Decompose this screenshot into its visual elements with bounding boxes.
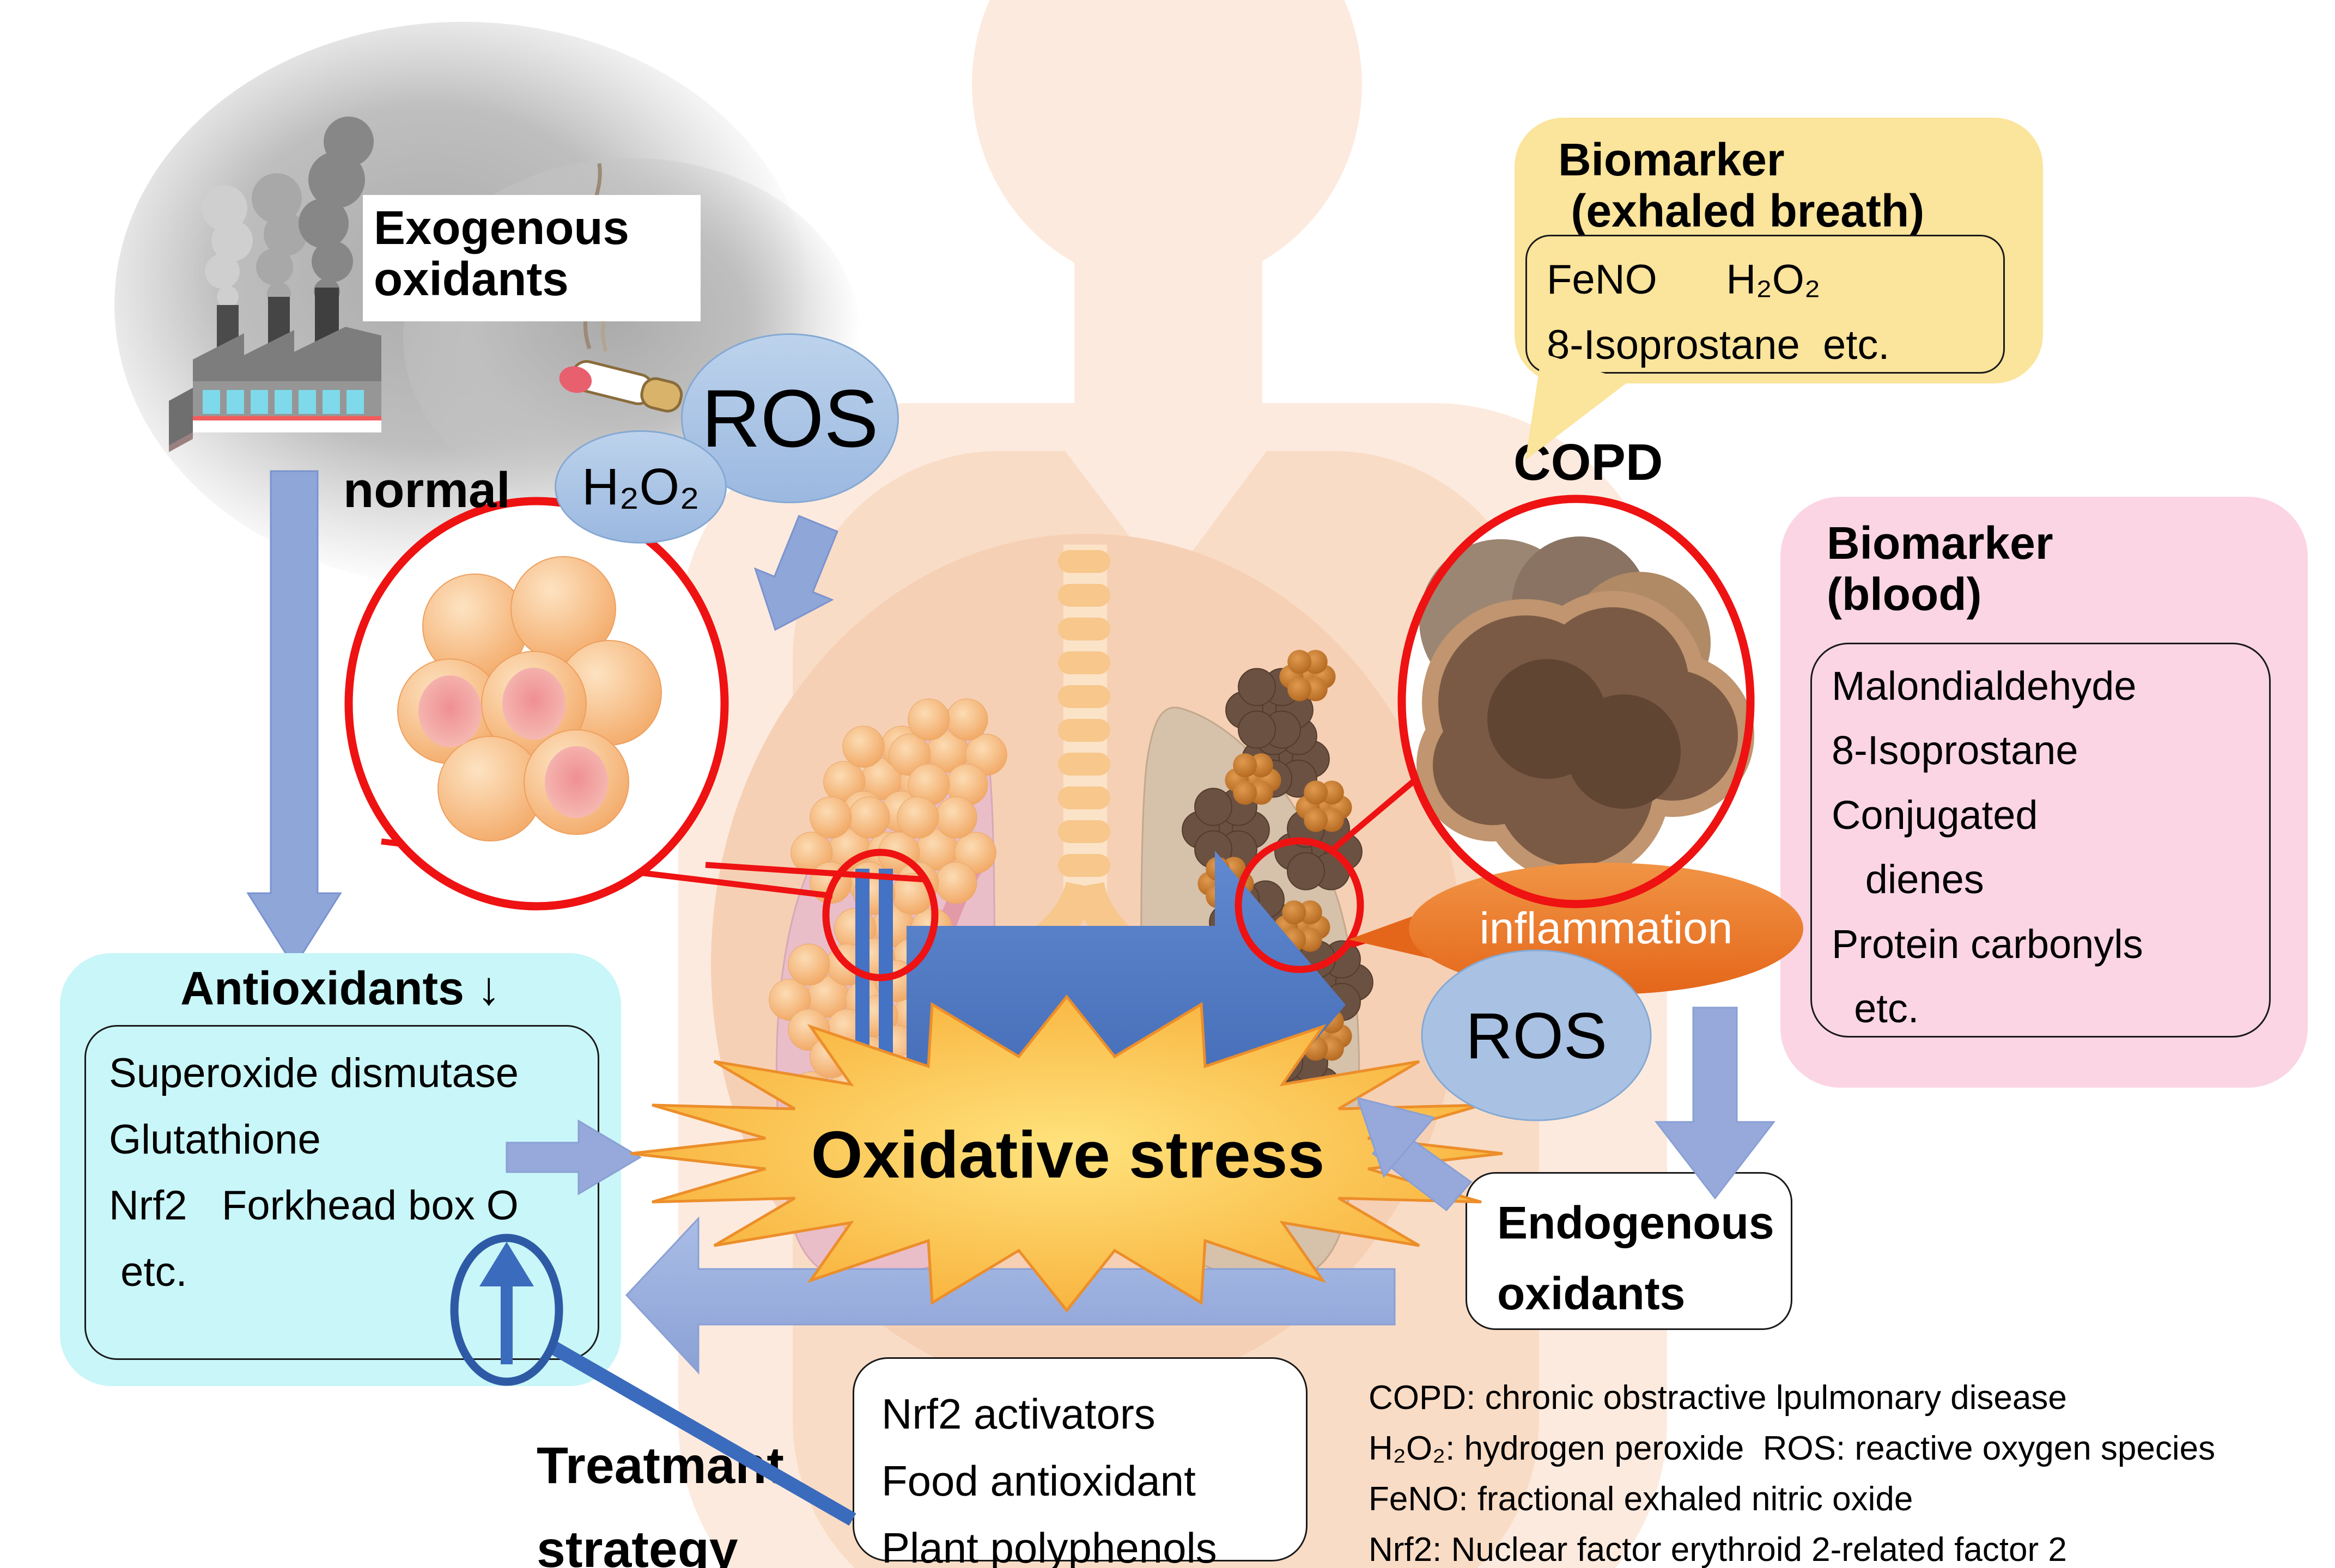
trachea-ring [1058, 719, 1110, 742]
biomarker-blood-items: Malondialdehyde 8-Isoprostane Conjugated… [1832, 663, 2143, 1031]
lung-zoom-ellipse-left [822, 849, 939, 981]
damaged-alveolus [1194, 788, 1233, 826]
damaged-alveolus [1287, 852, 1325, 890]
ros-lower-label: ROS [1422, 950, 1651, 1121]
abbreviation-footnotes: COPD: chronic obstractive lpulmonary dis… [1369, 1379, 2216, 1568]
smoke-puff [205, 254, 240, 289]
biomarker-blood-list-box: Malondialdehyde 8-Isoprostane Conjugated… [1810, 643, 2271, 1038]
endogenous-box: Endogenous oxidants [1466, 1172, 1792, 1330]
trachea-ring [1058, 550, 1110, 573]
inflamed-alveolus [1287, 677, 1312, 701]
damaged-alveolus [1238, 668, 1276, 706]
cigarette-icon [559, 360, 683, 413]
smoke-puff [256, 248, 293, 285]
alveolus [965, 734, 1007, 776]
inflamed-alveolus [1287, 650, 1312, 674]
up-arrow-icon [479, 1242, 534, 1286]
biomarker-breath-title: Biomarker (exhaled breath) [1558, 134, 1925, 237]
treatment-line-and-up-arrow [450, 1234, 856, 1526]
biomarker-breath-box: Biomarker (exhaled breath) FeNO H₂O₂ 8-I… [1515, 118, 2043, 383]
alveolus [810, 796, 852, 839]
trachea-ring [1058, 584, 1110, 607]
inflammation-label: inflammation [1409, 863, 1803, 995]
trachea-ring [1058, 651, 1110, 674]
endogenous-label: Endogenous oxidants [1497, 1197, 1774, 1320]
normal-label: normal [343, 462, 510, 518]
factory-windows [203, 390, 364, 414]
smoke-puff [299, 198, 349, 248]
lung-zoom-ellipse-right [1235, 837, 1364, 973]
smoke-puff [312, 241, 353, 282]
inflamed-alveolus [1304, 808, 1328, 832]
trachea-ring [1058, 618, 1110, 640]
h2o2-label: H₂O₂ [581, 457, 700, 516]
alveolus [788, 943, 830, 986]
magnifier-circle-left [344, 497, 729, 911]
arrow-endogenous-to-stress [1356, 1096, 1473, 1212]
smoke-puff [264, 212, 307, 256]
trachea-ring [1058, 786, 1110, 809]
factory-icon [169, 117, 381, 452]
treatment-options: Nrf2 activators Food antioxidant Plant p… [881, 1390, 1217, 1568]
alveolus [908, 698, 950, 741]
ros-bubble-lower [1421, 949, 1652, 1121]
inflamed-alveolus [1233, 780, 1257, 805]
treatment-options-box: Nrf2 activators Food antioxidant Plant p… [853, 1357, 1308, 1568]
oxidative-stress-text: Oxidative stress [811, 1118, 1325, 1192]
biomarker-blood-title: Biomarker (blood) [1827, 517, 2053, 620]
alveolus [954, 832, 996, 874]
copd-magnifier [1235, 499, 1754, 973]
exogenous-label-box: Exogenous oxidants [363, 195, 701, 321]
normal-cells [397, 556, 662, 841]
inflammation-text: inflammation [1479, 904, 1733, 953]
h2o2-bubble: H₂O₂ [555, 430, 727, 544]
alveolus [889, 734, 931, 776]
smoke-puff [217, 286, 239, 308]
inflamed-alveolus [1282, 900, 1306, 925]
damaged-alveolus [1238, 710, 1276, 749]
magnifier-circle-right [1397, 495, 1755, 908]
antioxidants-list-box: Superoxide dismutase Glutathione Nrf2 Fo… [84, 1025, 599, 1360]
copd-cells [1416, 536, 1754, 882]
breath-bubble-tail [1525, 353, 1629, 460]
antioxidants-items: Superoxide dismutase Glutathione Nrf2 Fo… [109, 1050, 519, 1295]
trachea-ring [1058, 820, 1110, 843]
arrow-antiox-to-stress [506, 1119, 642, 1195]
oxidative-stress-starburst [630, 994, 1503, 1313]
smoke-puff [202, 185, 247, 231]
alveolus [842, 725, 885, 768]
arrow-exogenous-down [246, 470, 342, 968]
alveolus [897, 796, 939, 839]
trachea-ring [1058, 753, 1110, 776]
smoke-puff [324, 117, 374, 167]
exogenous-label: Exogenous oxidants [374, 202, 629, 306]
alveolus [769, 979, 811, 1021]
ros-lower-text: ROS [1465, 999, 1608, 1072]
arrow-ros-down [753, 515, 838, 631]
biomarker-blood-box: Biomarker (blood) Malondialdehyde 8-Isop… [1780, 497, 2308, 1088]
up-arrow-circle-icon [450, 1234, 563, 1386]
normal-magnifier [344, 497, 939, 981]
biomarker-breath-items: FeNO H₂O₂ 8-Isoprostane etc. [1547, 257, 1890, 369]
trachea-ring [1058, 685, 1110, 708]
inflamed-alveolus [1233, 753, 1257, 778]
oxidative-stress-label: Oxidative stress [703, 1108, 1433, 1201]
antioxidants-title: Antioxidants ↓ [180, 962, 501, 1015]
inflamed-alveolus [1304, 780, 1328, 805]
trachea-ring [1058, 854, 1110, 877]
biomarker-breath-list-box: FeNO H₂O₂ 8-Isoprostane etc. [1525, 235, 2005, 374]
smoke-puff [252, 173, 302, 223]
ros-top-label: ROS [701, 372, 879, 464]
arrow-ros-to-endogenous [1654, 1006, 1776, 1200]
treatment-strategy-label: Treatmant strategy [537, 1437, 785, 1568]
arrow-feedback-left [625, 1216, 1396, 1375]
